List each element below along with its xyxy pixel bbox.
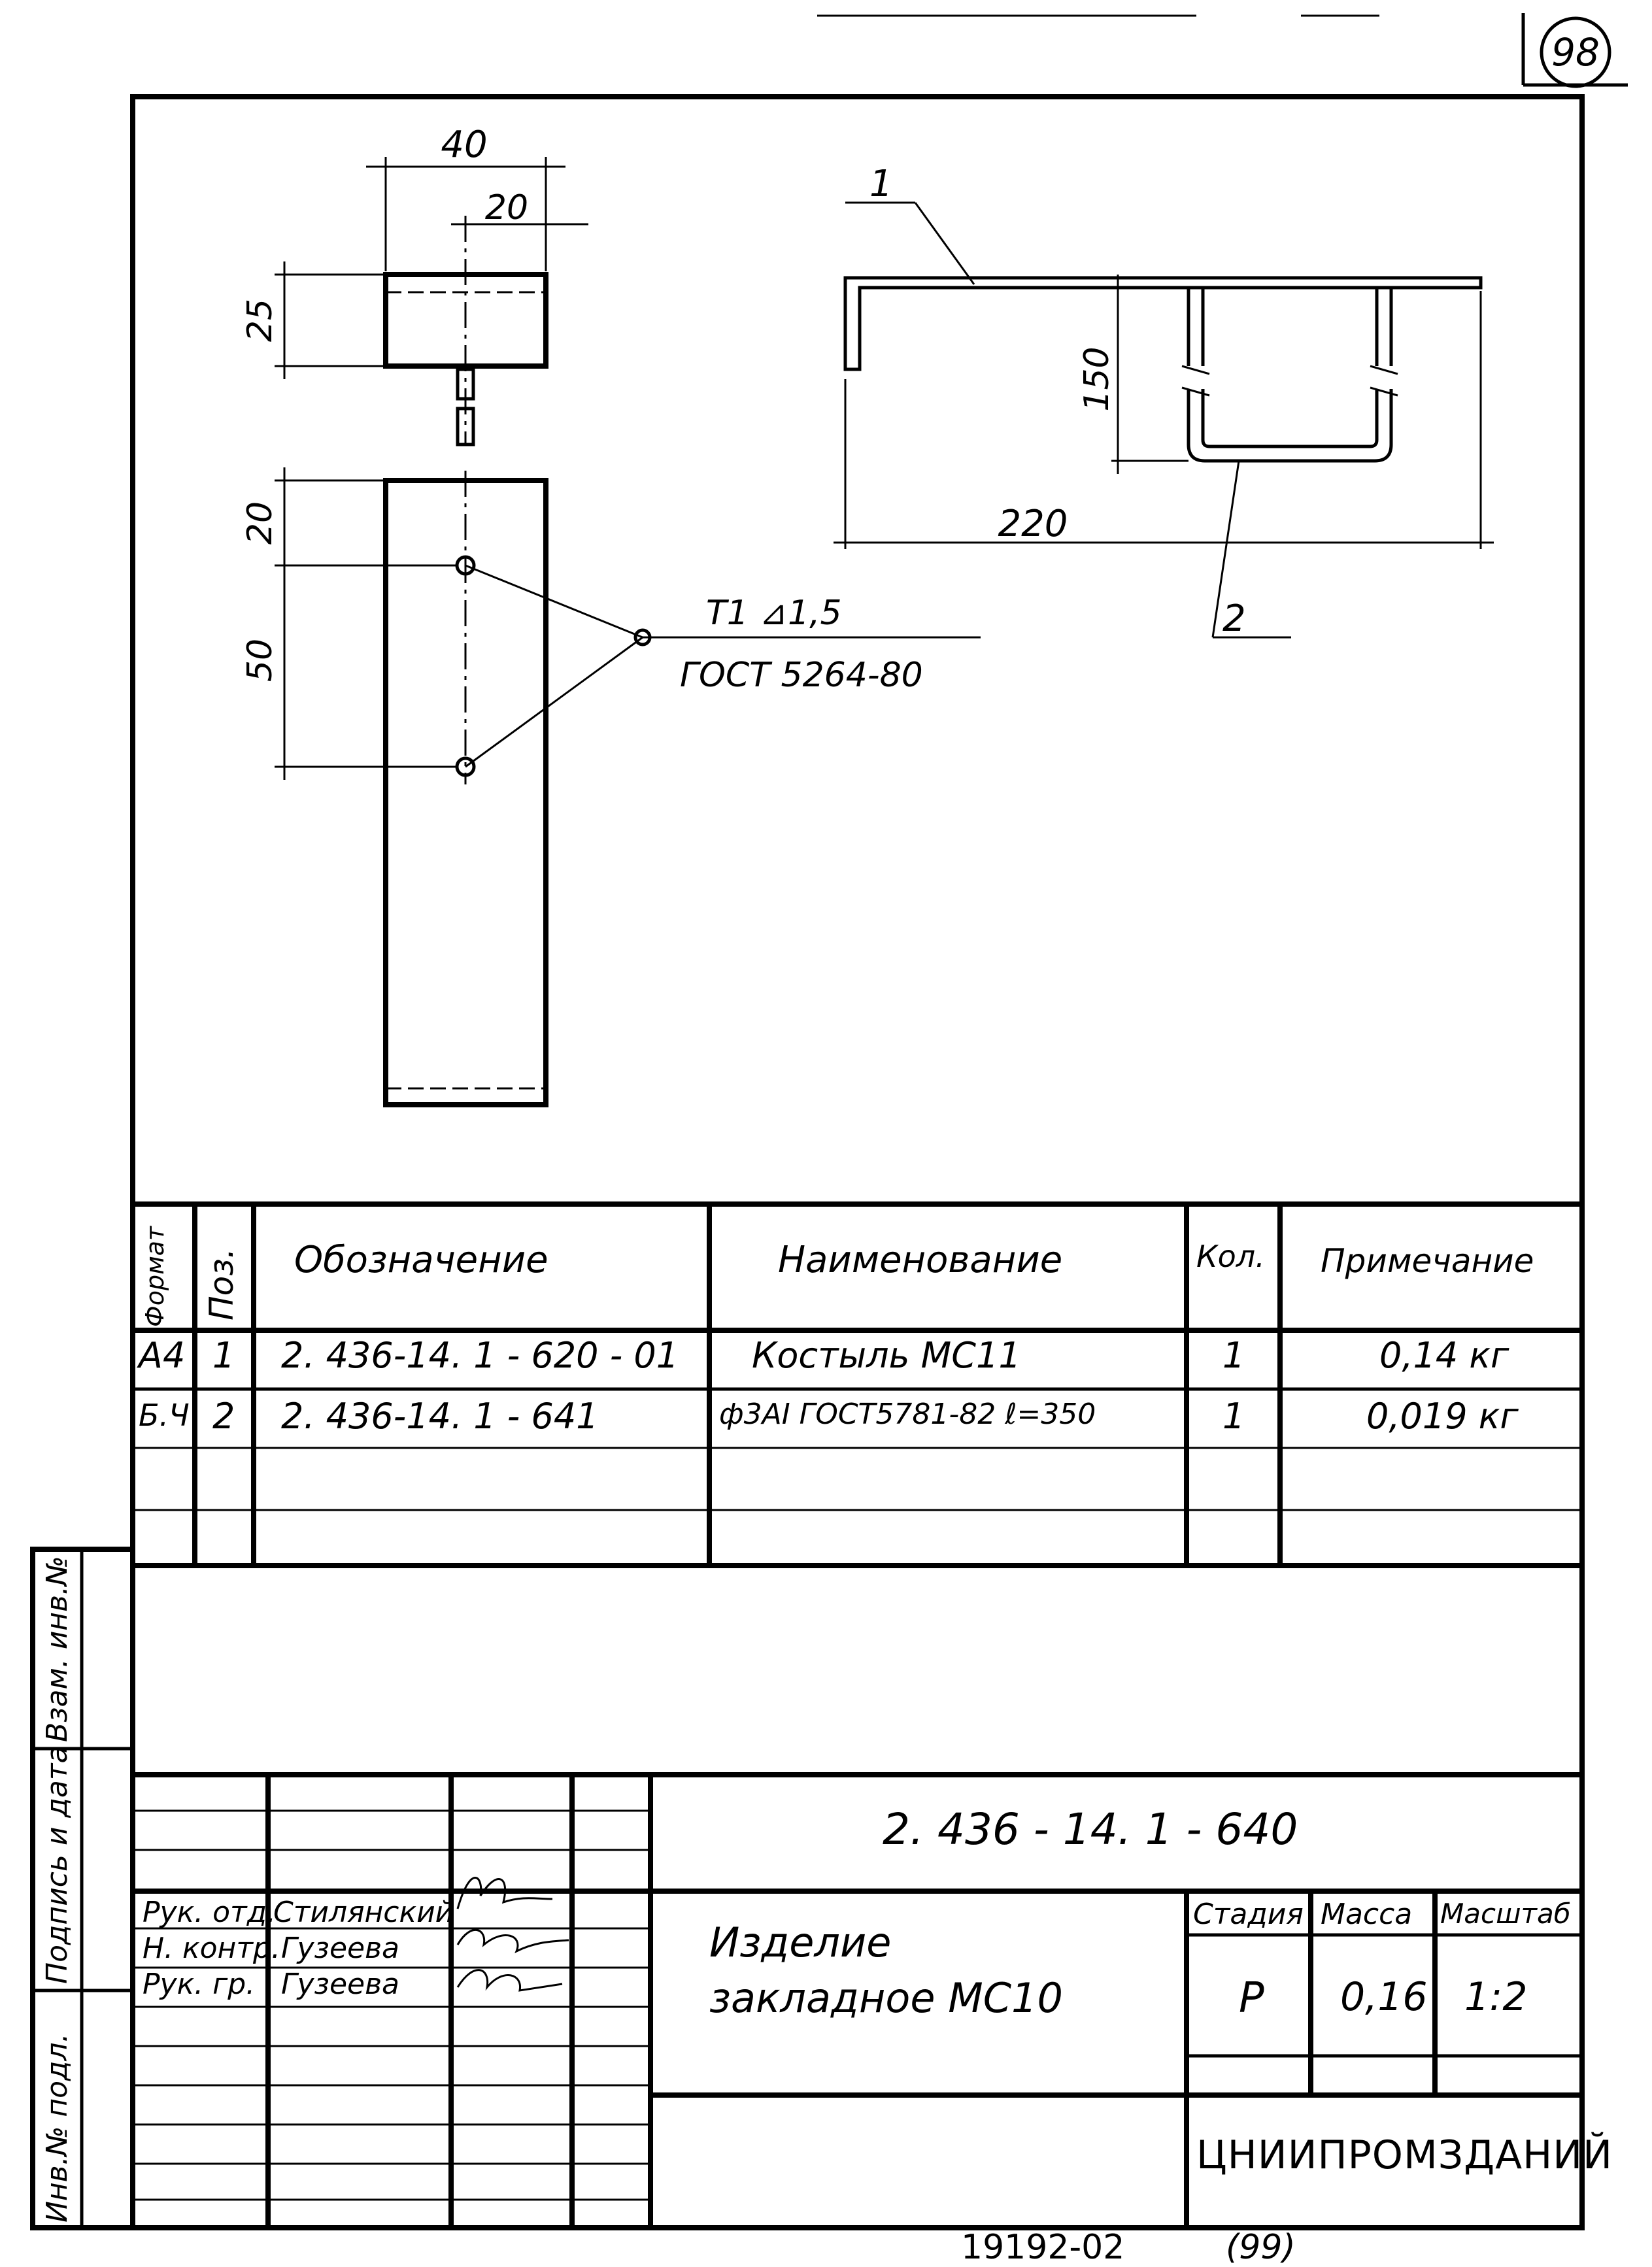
- signature-1: [456, 1877, 553, 1909]
- svg-text:T1 ⊿1,5: T1 ⊿1,5: [706, 594, 842, 633]
- header-format: Формат: [141, 1226, 169, 1327]
- row1-format: А4: [139, 1335, 186, 1376]
- signature-3: [456, 1969, 563, 1992]
- leader-2: 2: [1211, 460, 1291, 640]
- svg-text:220: 220: [998, 503, 1068, 545]
- stage-value: Р: [1239, 1974, 1264, 2023]
- organization-name: ЦНИИПРОМЗДАНИЙ: [1196, 2132, 1613, 2178]
- svg-text:20: 20: [241, 501, 280, 545]
- svg-text:40: 40: [441, 124, 487, 166]
- title-block: [133, 1772, 1582, 2228]
- svg-text:20: 20: [485, 188, 528, 227]
- header-note: Примечание: [1321, 1242, 1534, 1280]
- row1-pos: 1: [212, 1335, 235, 1376]
- scale-label: Масштаб: [1440, 1898, 1571, 1930]
- row2-format: Б.Ч: [139, 1398, 190, 1433]
- svg-text:1: 1: [869, 163, 893, 205]
- sig-role-1: Рук. отд.: [143, 1896, 277, 1929]
- weld-note: T1 ⊿1,5 ГОСТ 5264-80: [680, 594, 923, 695]
- svg-text:ГОСТ 5264-80: ГОСТ 5264-80: [680, 656, 923, 695]
- footer-number: 19192-02: [961, 2228, 1125, 2267]
- spec-table: [133, 1201, 1582, 1568]
- margin-field-inventory: Инв.№ подл.: [41, 2033, 74, 2223]
- dim-150: 150: [1077, 275, 1188, 474]
- header-qty: Кол.: [1196, 1239, 1265, 1274]
- svg-text:25: 25: [241, 299, 280, 342]
- header-pos: Поз.: [203, 1248, 241, 1320]
- dim-50: 50: [241, 552, 458, 780]
- signature-2: [456, 1929, 569, 1954]
- dim-25: 25: [241, 261, 386, 379]
- row1-qty: 1: [1222, 1335, 1245, 1376]
- strip-front-view: [383, 471, 981, 1107]
- drawing-frame: [130, 94, 1585, 2230]
- title-line1: Изделие: [709, 1919, 892, 1966]
- dim-20-top: 20: [451, 188, 588, 227]
- margin-field-signature: Подпись и дата: [41, 1745, 74, 1984]
- dim-20-left: 20: [241, 467, 458, 579]
- row1-name: Костыль МС11: [752, 1335, 1021, 1376]
- page-number-circle: 98: [1540, 16, 1611, 88]
- stage-label: Стадия: [1193, 1898, 1304, 1931]
- assembly-side-view: [843, 276, 1483, 463]
- margin-field-replace: Взам. инв.№: [41, 1556, 74, 1742]
- svg-text:2: 2: [1222, 597, 1246, 640]
- mass-value: 0,16: [1340, 1974, 1428, 2020]
- sig-name-2: Гузеева: [281, 1932, 399, 1965]
- footer-page: (99): [1226, 2228, 1296, 2267]
- sig-name-3: Гузеева: [281, 1968, 399, 2001]
- header-name: Наименование: [778, 1239, 1063, 1281]
- scale-value: 1:2: [1464, 1974, 1528, 2020]
- row2-pos: 2: [212, 1396, 235, 1437]
- dim-220: 220: [834, 291, 1494, 549]
- sig-role-3: Рук. гр.: [143, 1968, 256, 2001]
- svg-text:50: 50: [241, 639, 280, 682]
- row2-note: 0,019 кг: [1366, 1396, 1519, 1437]
- row1-note: 0,14 кг: [1379, 1335, 1509, 1376]
- leader-1: 1: [845, 163, 975, 285]
- header-designation: Обозначение: [294, 1239, 548, 1281]
- row1-designation: 2. 436-14. 1 - 620 - 01: [281, 1335, 679, 1376]
- mass-label: Масса: [1321, 1898, 1413, 1931]
- row2-name: ф3АⅠ ГОСТ5781-82 ℓ=350: [719, 1398, 1096, 1431]
- sig-role-2: Н. контр.: [143, 1932, 280, 1965]
- plate-top-view: [383, 216, 548, 446]
- title-line2: закладное МС10: [709, 1974, 1063, 2022]
- svg-text:150: 150: [1077, 346, 1117, 411]
- dim-40: 40: [366, 124, 565, 271]
- row2-qty: 1: [1222, 1396, 1245, 1437]
- svg-text:98: 98: [1551, 30, 1600, 75]
- row2-designation: 2. 436-14. 1 - 641: [281, 1396, 599, 1437]
- doc-number: 2. 436 - 14. 1 - 640: [883, 1804, 1298, 1855]
- sig-name-1: Стилянский: [273, 1896, 454, 1929]
